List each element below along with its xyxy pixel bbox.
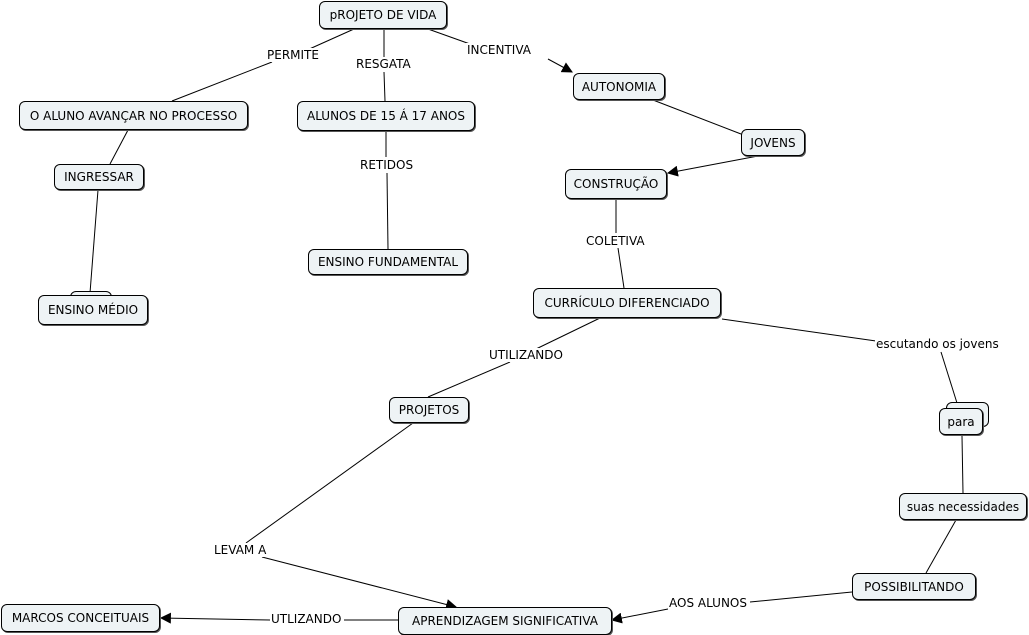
line-resgata-alunos	[383, 71, 386, 102]
line-incentiva-autonomia	[547, 58, 573, 73]
link-label-levam-a: LEVAM A	[213, 543, 268, 557]
node-curriculo-diferenciado[interactable]: CURRÍCULO DIFERENCIADO	[533, 288, 721, 318]
link-label-retidos: RETIDOS	[359, 158, 415, 172]
line-coletiva-curriculo	[617, 247, 625, 289]
link-label-coletiva: COLETIVA	[585, 234, 646, 248]
node-aluno-avancar[interactable]: O ALUNO AVANÇAR NO PROCESSO	[19, 101, 248, 130]
line-retidos-fundamental	[386, 172, 389, 250]
link-label-permite: PERMITE	[266, 48, 320, 62]
link-label-incentiva: INCENTIVA	[466, 43, 532, 57]
line-para-necessidades	[961, 435, 964, 494]
node-autonomia[interactable]: AUTONOMIA	[573, 73, 665, 100]
node-projetos[interactable]: PROJETOS	[389, 397, 469, 423]
node-marcos-conceituais[interactable]: MARCOS CONCEITUAIS	[1, 604, 160, 632]
line-necessidades-possibilitando	[925, 519, 957, 574]
node-jovens[interactable]: JOVENS	[741, 129, 805, 156]
link-label-resgata: RESGATA	[355, 57, 412, 71]
node-possibilitando[interactable]: POSSIBILITANDO	[852, 573, 976, 600]
node-construcao[interactable]: CONSTRUÇÃO	[565, 169, 667, 199]
line-jovens-construcao	[666, 155, 759, 177]
node-ensino-fundamental[interactable]: ENSINO FUNDAMENTAL	[308, 249, 468, 275]
link-label-escutando-os-jovens: escutando os jovens	[875, 337, 1000, 351]
node-aprendizagem-significativa[interactable]: APRENDIZAGEM SIGNIFICATIVA	[398, 607, 612, 635]
line-ingressar-ensino-medio	[89, 189, 99, 294]
line-levam-aprendizagem	[261, 556, 458, 610]
line-permite-aluno	[171, 61, 273, 102]
line-projetos-levam	[245, 422, 414, 544]
line-curriculo-escutando	[721, 318, 877, 342]
line-autonomia-jovens	[652, 99, 742, 135]
line-utlizando-marcos	[159, 612, 271, 624]
line-curriculo-utilizando	[535, 317, 601, 350]
link-label-utilizando: UTILIZANDO	[488, 348, 564, 362]
line-utilizando-projetos	[427, 361, 511, 398]
link-label-utlizando: UTLIZANDO	[270, 612, 343, 626]
node-para[interactable]: para	[939, 408, 983, 435]
line-aluno-ingressar	[109, 129, 129, 165]
node-ensino-medio[interactable]: ENSINO MÉDIO	[38, 295, 148, 325]
node-projeto-de-vida[interactable]: pROJETO DE VIDA	[319, 1, 447, 29]
node-ingressar[interactable]: INGRESSAR	[54, 164, 144, 190]
line-projeto-incentiva	[427, 28, 471, 45]
line-possibilitando-aos-alunos	[749, 591, 853, 603]
line-escutando-para	[940, 351, 958, 404]
line-aos-alunos-aprendizagem	[610, 608, 669, 624]
node-alunos-15-17[interactable]: ALUNOS DE 15 Á 17 ANOS	[297, 101, 475, 131]
node-suas-necessidades[interactable]: suas necessidades	[899, 493, 1027, 520]
link-label-aos-alunos: AOS ALUNOS	[668, 596, 748, 610]
